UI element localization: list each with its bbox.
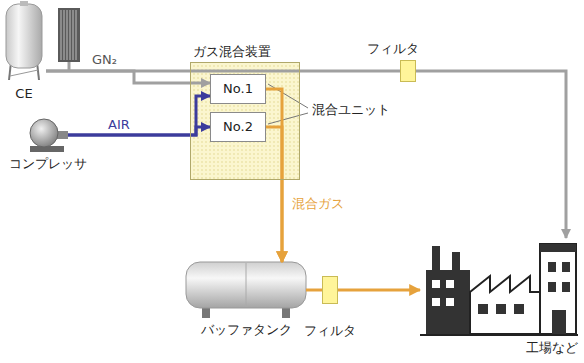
art-shape bbox=[20, 1, 28, 6]
node-label: バッファタンク bbox=[201, 322, 292, 338]
art-shape bbox=[446, 280, 454, 288]
pipe-label: 混合ガス bbox=[292, 196, 344, 212]
mixing-unit-box: No.1 bbox=[210, 74, 266, 104]
grey-pipe bbox=[416, 71, 566, 238]
art-shape bbox=[426, 270, 470, 334]
pipe-label: AIR bbox=[108, 117, 130, 133]
filter-box: フィルタ bbox=[400, 60, 416, 82]
mixing-unit-box: No.2 bbox=[210, 112, 266, 142]
vaporizer-fin bbox=[67, 10, 68, 60]
vaporizer-fin bbox=[70, 10, 71, 60]
buffer-tank-icon bbox=[186, 262, 306, 318]
art-shape bbox=[58, 8, 80, 62]
vaporizer-fin bbox=[73, 10, 74, 60]
art-shape bbox=[552, 310, 566, 334]
gas-mixer-box: ガス混合装置No.1No.2 bbox=[190, 62, 300, 180]
art-shape bbox=[514, 304, 524, 314]
orange-pipe bbox=[266, 127, 282, 262]
art-shape bbox=[548, 282, 556, 292]
buffer-tank-node: バッファタンク bbox=[186, 262, 306, 318]
orange-pipe bbox=[306, 289, 322, 292]
vaporizer bbox=[58, 8, 80, 71]
factory-node: 工場など bbox=[420, 238, 578, 336]
art-shape bbox=[6, 4, 42, 68]
art-shape bbox=[478, 304, 488, 314]
node-label: CE bbox=[15, 86, 32, 102]
compressor-icon bbox=[30, 119, 68, 152]
blue-pipe bbox=[68, 96, 210, 135]
art-shape bbox=[268, 113, 308, 124]
art-shape bbox=[432, 280, 440, 288]
node-label: ガス混合装置 bbox=[193, 44, 271, 60]
cryogenic-tank bbox=[6, 1, 42, 80]
factory-icon bbox=[420, 244, 578, 335]
art-shape bbox=[452, 252, 460, 272]
art-shape bbox=[562, 282, 570, 292]
compressor-node: コンプレッサ bbox=[28, 118, 68, 152]
vaporizer-fin bbox=[64, 10, 65, 60]
art-shape bbox=[246, 263, 247, 307]
art-shape bbox=[30, 119, 58, 147]
art-shape bbox=[470, 276, 540, 334]
cryogenic-tank-node: CE bbox=[2, 2, 46, 82]
filter-box: フィルタ bbox=[322, 276, 338, 304]
node-label: フィルタ bbox=[304, 323, 356, 339]
part-name: 混合ユニット bbox=[312, 102, 390, 118]
art-shape bbox=[10, 70, 38, 76]
art-shape bbox=[562, 262, 570, 272]
art-shape bbox=[420, 334, 578, 336]
art-shape bbox=[496, 304, 506, 314]
art-shape bbox=[432, 246, 440, 272]
pipe-label: GN₂ bbox=[92, 52, 117, 68]
art-shape bbox=[540, 244, 576, 334]
unit-label: No.1 bbox=[223, 81, 253, 97]
node-label: フィルタ bbox=[367, 41, 419, 57]
vaporizer-fin bbox=[61, 10, 62, 60]
node-label: コンプレッサ bbox=[9, 156, 87, 172]
art-shape bbox=[540, 244, 576, 252]
art-shape bbox=[548, 262, 556, 272]
orange-pipe bbox=[338, 289, 420, 292]
blue-pipe bbox=[68, 127, 210, 135]
node-label: 工場など bbox=[526, 340, 578, 356]
unit-label: No.2 bbox=[223, 119, 253, 135]
vaporizer-fin bbox=[76, 10, 77, 60]
art-shape bbox=[446, 298, 454, 306]
grey-pipe bbox=[46, 71, 210, 83]
art-shape bbox=[186, 262, 306, 308]
orange-pipe bbox=[266, 89, 282, 262]
art-shape bbox=[432, 298, 440, 306]
